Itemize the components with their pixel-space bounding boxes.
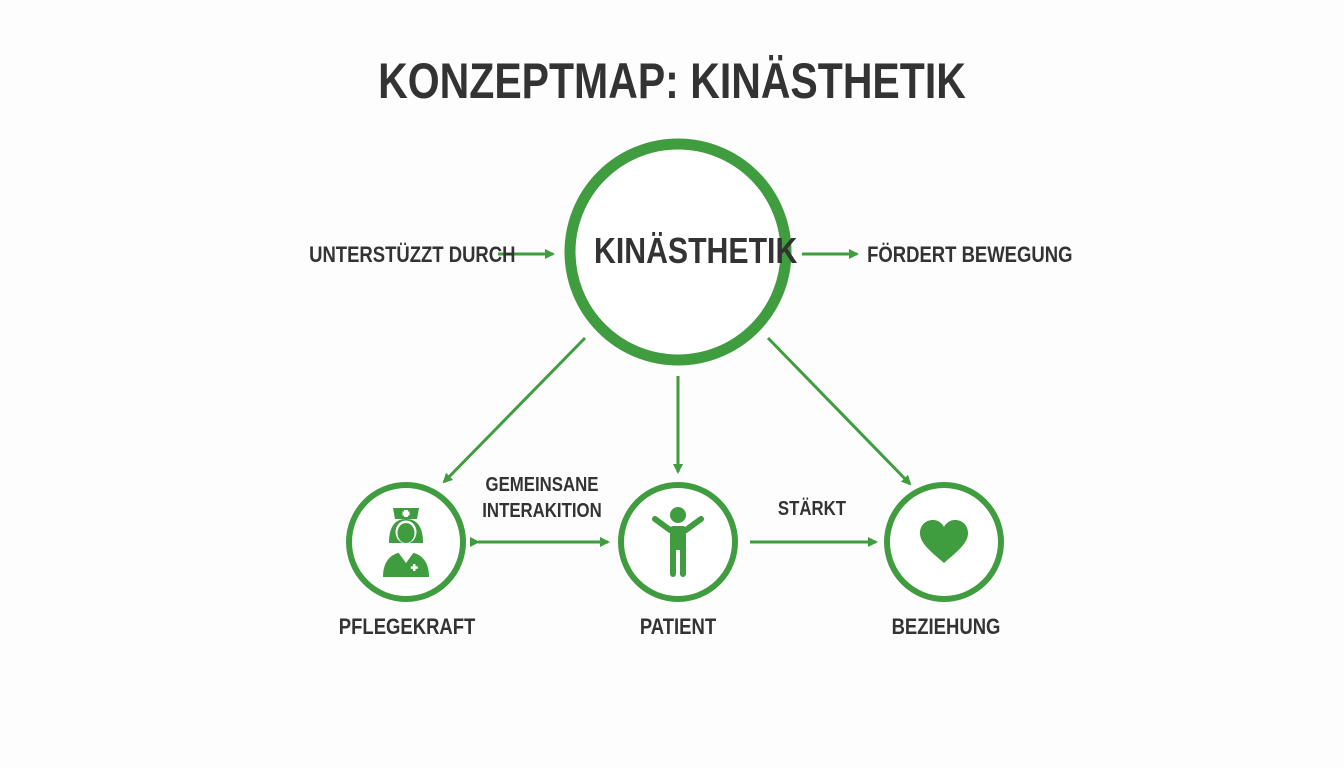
- edge-label-interaction-line2: INTERAKITION: [482, 500, 602, 522]
- center-node-label: KINÄSTHETIK: [594, 230, 798, 271]
- page-title: KONZEPTMAP: KINÄSTHETIK: [378, 53, 966, 109]
- arrow-center-to-beziehung: [766, 336, 912, 486]
- node-label-patient: PATIENT: [639, 614, 717, 639]
- right-side-label: FÖRDERT BEWEGUNG: [867, 242, 1073, 267]
- arrow-center-to-pflegekraft: [442, 336, 587, 484]
- node-label-beziehung: BEZIEHUNG: [891, 614, 1001, 639]
- edge-label-interaction-line1: GEMEINSANE: [485, 474, 599, 496]
- left-side-label: UNTERSTÜZZT DURCH: [309, 242, 516, 267]
- edge-label-staerkt: STÄRKT: [777, 498, 847, 520]
- node-label-pflegekraft: PFLEGEKRAFT: [338, 614, 476, 639]
- person-icon: [652, 507, 704, 577]
- heart-icon: [920, 520, 968, 563]
- nurse-icon: [383, 508, 429, 577]
- center-node-circle[interactable]: [564, 138, 792, 366]
- edge-label-interaction: GEMEINSANE INTERAKITION: [475, 472, 609, 524]
